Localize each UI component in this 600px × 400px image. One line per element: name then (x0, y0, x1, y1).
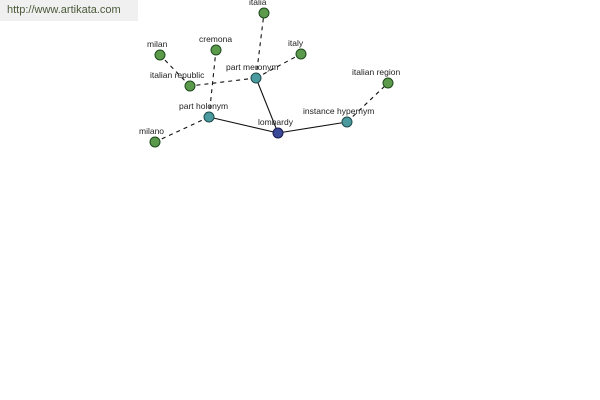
graph-node-milan[interactable]: milan (147, 39, 168, 61)
node-label-part-holonym: part holonym (179, 101, 228, 111)
source-url-text: http://www.artikata.com (7, 4, 121, 16)
graph-node-part-holonym[interactable]: part holonym (179, 101, 228, 123)
graph-node-cremona[interactable]: cremona (199, 34, 232, 56)
node-dot-italian-region[interactable] (382, 77, 394, 89)
edge-part-meronym-to-italy (255, 53, 302, 79)
edges-layer (154, 12, 389, 143)
node-label-italian-republic: italian republic (150, 70, 205, 80)
edge-instance-hypernym-to-italian-region (346, 82, 389, 123)
source-url-banner[interactable]: http://www.artikata.com (0, 0, 138, 21)
node-dot-italia[interactable] (258, 7, 270, 19)
node-dot-lombardy[interactable] (272, 127, 284, 139)
node-label-italy: italy (288, 38, 304, 48)
nodes-layer: lombardy part holonym part meronym instance… (139, 0, 400, 148)
graph-node-instance-hypernym[interactable]: instance hypernym (303, 106, 374, 128)
graph-node-lombardy[interactable]: lombardy (258, 117, 294, 139)
node-dot-part-holonym[interactable] (203, 111, 215, 123)
node-label-milan: milan (147, 39, 168, 49)
edge-lombardy-to-part-holonym (208, 116, 279, 134)
node-dot-italian-republic[interactable] (184, 80, 196, 92)
edge-italian-republic-to-milan (159, 54, 191, 87)
edge-part-meronym-to-italian-republic (189, 77, 257, 87)
graph-node-italian-region[interactable]: italian region (352, 67, 400, 89)
node-label-lombardy: lombardy (258, 117, 294, 127)
node-dot-cremona[interactable] (210, 44, 222, 56)
edge-lombardy-to-part-meronym (255, 77, 279, 134)
node-dot-milano[interactable] (149, 136, 161, 148)
edge-lombardy-to-instance-hypernym (277, 121, 348, 134)
node-dot-italy[interactable] (295, 48, 307, 60)
node-label-milano: milano (139, 126, 164, 136)
graph-node-part-meronym[interactable]: part meronym (226, 62, 278, 84)
node-label-italian-region: italian region (352, 67, 400, 77)
graph-node-italian-republic[interactable]: italian republic (150, 70, 205, 92)
node-label-part-meronym: part meronym (226, 62, 278, 72)
edge-part-holonym-to-milano (154, 116, 210, 143)
edge-part-meronym-to-italia (255, 12, 265, 79)
node-label-cremona: cremona (199, 34, 232, 44)
node-dot-part-meronym[interactable] (250, 72, 262, 84)
node-dot-milan[interactable] (154, 49, 166, 61)
node-label-instance-hypernym: instance hypernym (303, 106, 374, 116)
graph-node-milano[interactable]: milano (139, 126, 164, 148)
node-dot-instance-hypernym[interactable] (341, 116, 353, 128)
node-label-italia: italia (249, 0, 267, 7)
graph-node-italy[interactable]: italy (288, 38, 307, 60)
graph-node-italia[interactable]: italia (249, 0, 270, 19)
